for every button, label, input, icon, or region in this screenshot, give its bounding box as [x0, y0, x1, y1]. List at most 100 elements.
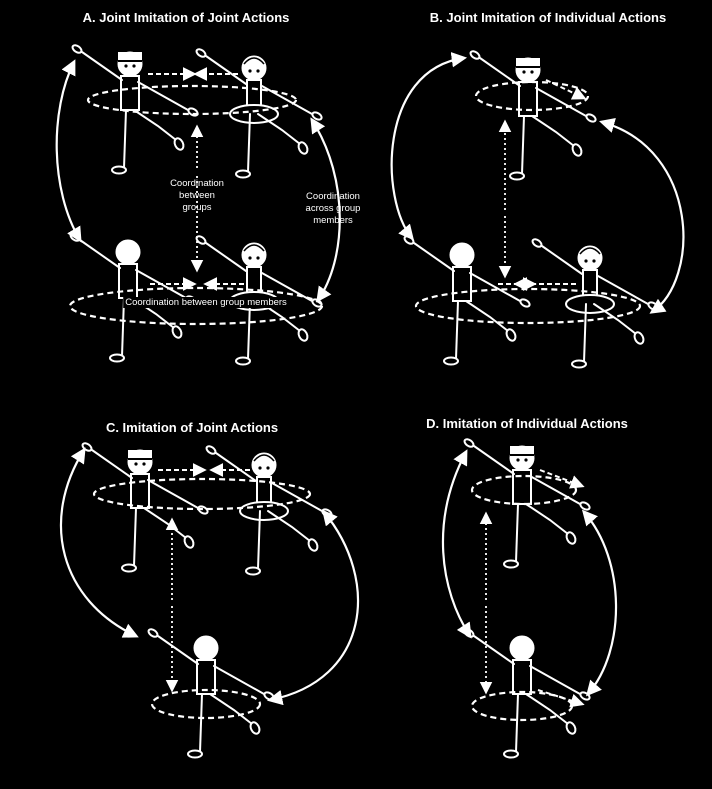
torso: [196, 659, 216, 695]
raised-arm: [79, 239, 121, 269]
standing-leg: [247, 300, 251, 360]
foot: [235, 356, 251, 366]
coordination-ring: [474, 80, 590, 112]
dancer-figure: [71, 44, 199, 175]
foot: [109, 353, 125, 363]
raised-arm: [205, 242, 247, 272]
extended-arm: [271, 482, 323, 512]
standing-leg: [257, 510, 261, 570]
eye: [248, 256, 252, 260]
dancer-figure: [469, 50, 597, 181]
hand: [71, 44, 83, 54]
hair-cap: [516, 58, 540, 66]
ballerina-figure: [531, 238, 659, 369]
standing-leg: [455, 300, 459, 360]
hair-line: [253, 454, 275, 462]
coordination-ring: [470, 474, 578, 506]
tutu: [565, 294, 615, 314]
hand: [205, 445, 217, 455]
head: [115, 239, 141, 265]
raised-arm: [91, 449, 133, 479]
foot: [249, 721, 261, 735]
head: [241, 242, 267, 268]
hair-cap: [510, 446, 534, 454]
hand: [147, 628, 159, 638]
foot: [505, 328, 517, 342]
arrows-layer: [55, 52, 685, 708]
extended-arm: [469, 272, 521, 302]
extended-arm: [261, 272, 313, 302]
head: [449, 242, 475, 268]
coordination-arrow: [545, 79, 587, 100]
foot: [297, 141, 309, 155]
coordination-ring: [68, 286, 324, 326]
dancer-figure: [147, 628, 275, 759]
panel-b-title: B. Joint Imitation of Individual Actions: [429, 10, 667, 25]
hand: [519, 298, 531, 308]
foot: [187, 749, 203, 759]
torso: [120, 75, 140, 111]
eye: [142, 462, 146, 466]
eye: [124, 64, 128, 68]
standing-leg: [521, 115, 525, 175]
raised-leg: [267, 510, 311, 542]
torso: [118, 263, 138, 299]
foot: [565, 531, 577, 545]
foot: [245, 566, 261, 576]
extended-arm: [213, 665, 265, 695]
raised-leg: [143, 507, 187, 539]
figures-layer: [69, 44, 659, 759]
ballerina-figure: [205, 445, 333, 576]
foot: [571, 359, 587, 369]
standing-leg: [133, 507, 137, 567]
extended-arm: [261, 85, 313, 115]
foot: [235, 169, 251, 179]
torso: [130, 473, 150, 509]
dancer-figure: [81, 442, 209, 573]
raised-arm: [479, 57, 521, 87]
torso: [512, 469, 532, 505]
foot: [297, 328, 309, 342]
hand: [187, 107, 199, 117]
panel-a-title: A. Joint Imitation of Joint Actions: [82, 10, 290, 25]
foot: [503, 559, 519, 569]
standing-leg: [199, 693, 203, 753]
raised-leg: [531, 115, 575, 147]
hand: [463, 438, 475, 448]
hair-line: [243, 244, 265, 252]
eye: [524, 458, 528, 462]
eye: [258, 466, 262, 470]
hand: [531, 238, 543, 248]
imitation-arrow: [310, 117, 341, 303]
eye: [592, 259, 596, 263]
eye: [266, 466, 270, 470]
imitation-arrow: [59, 447, 139, 638]
imitation-arrow: [55, 59, 82, 243]
imitation-arrow: [266, 509, 360, 706]
raised-arm: [215, 452, 257, 482]
tutu: [229, 104, 279, 124]
hand: [403, 235, 415, 245]
standing-leg: [583, 303, 587, 363]
imitation-arrow: [390, 52, 468, 241]
head: [193, 635, 219, 661]
foot: [633, 331, 645, 345]
raised-leg: [465, 300, 509, 332]
raised-leg: [133, 109, 177, 141]
raised-arm: [157, 635, 199, 665]
extended-arm: [535, 87, 587, 117]
eye: [256, 256, 260, 260]
raised-arm: [413, 242, 455, 272]
foot: [173, 137, 185, 151]
torso: [452, 266, 472, 302]
foot: [571, 143, 583, 157]
eye: [530, 70, 534, 74]
hand: [585, 113, 597, 123]
foot: [307, 538, 319, 552]
annotation-between-groups: Coordination between groups: [170, 178, 224, 213]
raised-arm: [205, 55, 247, 85]
eye: [256, 69, 260, 73]
eye: [134, 462, 138, 466]
foot: [443, 356, 459, 366]
